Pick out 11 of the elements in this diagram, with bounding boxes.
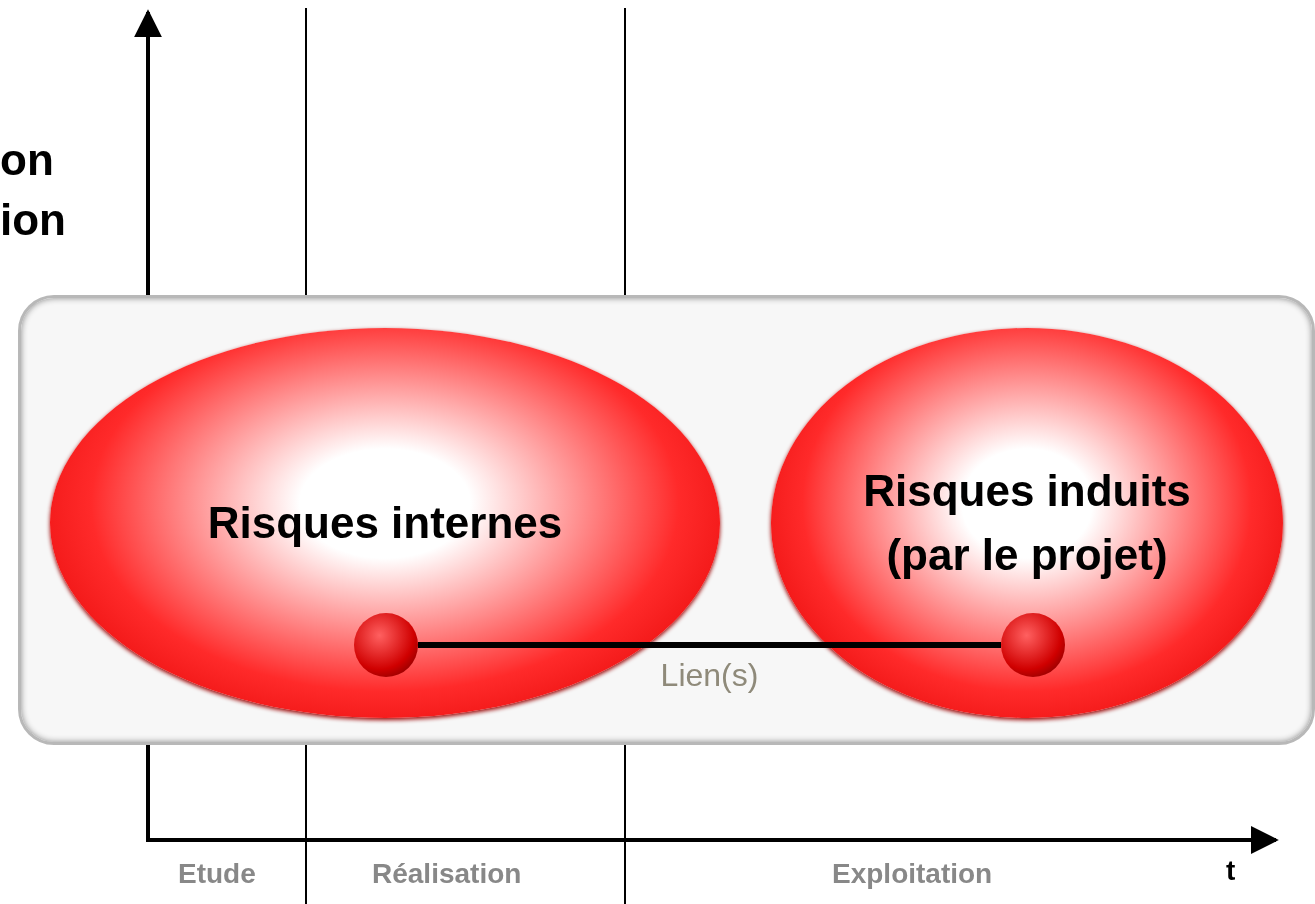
- ellipse-label: Risques induits (par le projet): [862, 465, 1192, 581]
- panel-background: [18, 295, 1315, 745]
- phase-label: Exploitation: [832, 858, 993, 890]
- axis-label: on: [0, 135, 54, 185]
- axis-label: t: [1226, 855, 1236, 887]
- phase-label: Etude: [178, 858, 256, 890]
- ellipse-label: Risques internes: [207, 497, 563, 550]
- link-line: [418, 642, 1001, 648]
- phase-label: Réalisation: [372, 858, 522, 890]
- axis-label: ion: [0, 195, 66, 245]
- edge-label: Lien(s): [660, 657, 759, 694]
